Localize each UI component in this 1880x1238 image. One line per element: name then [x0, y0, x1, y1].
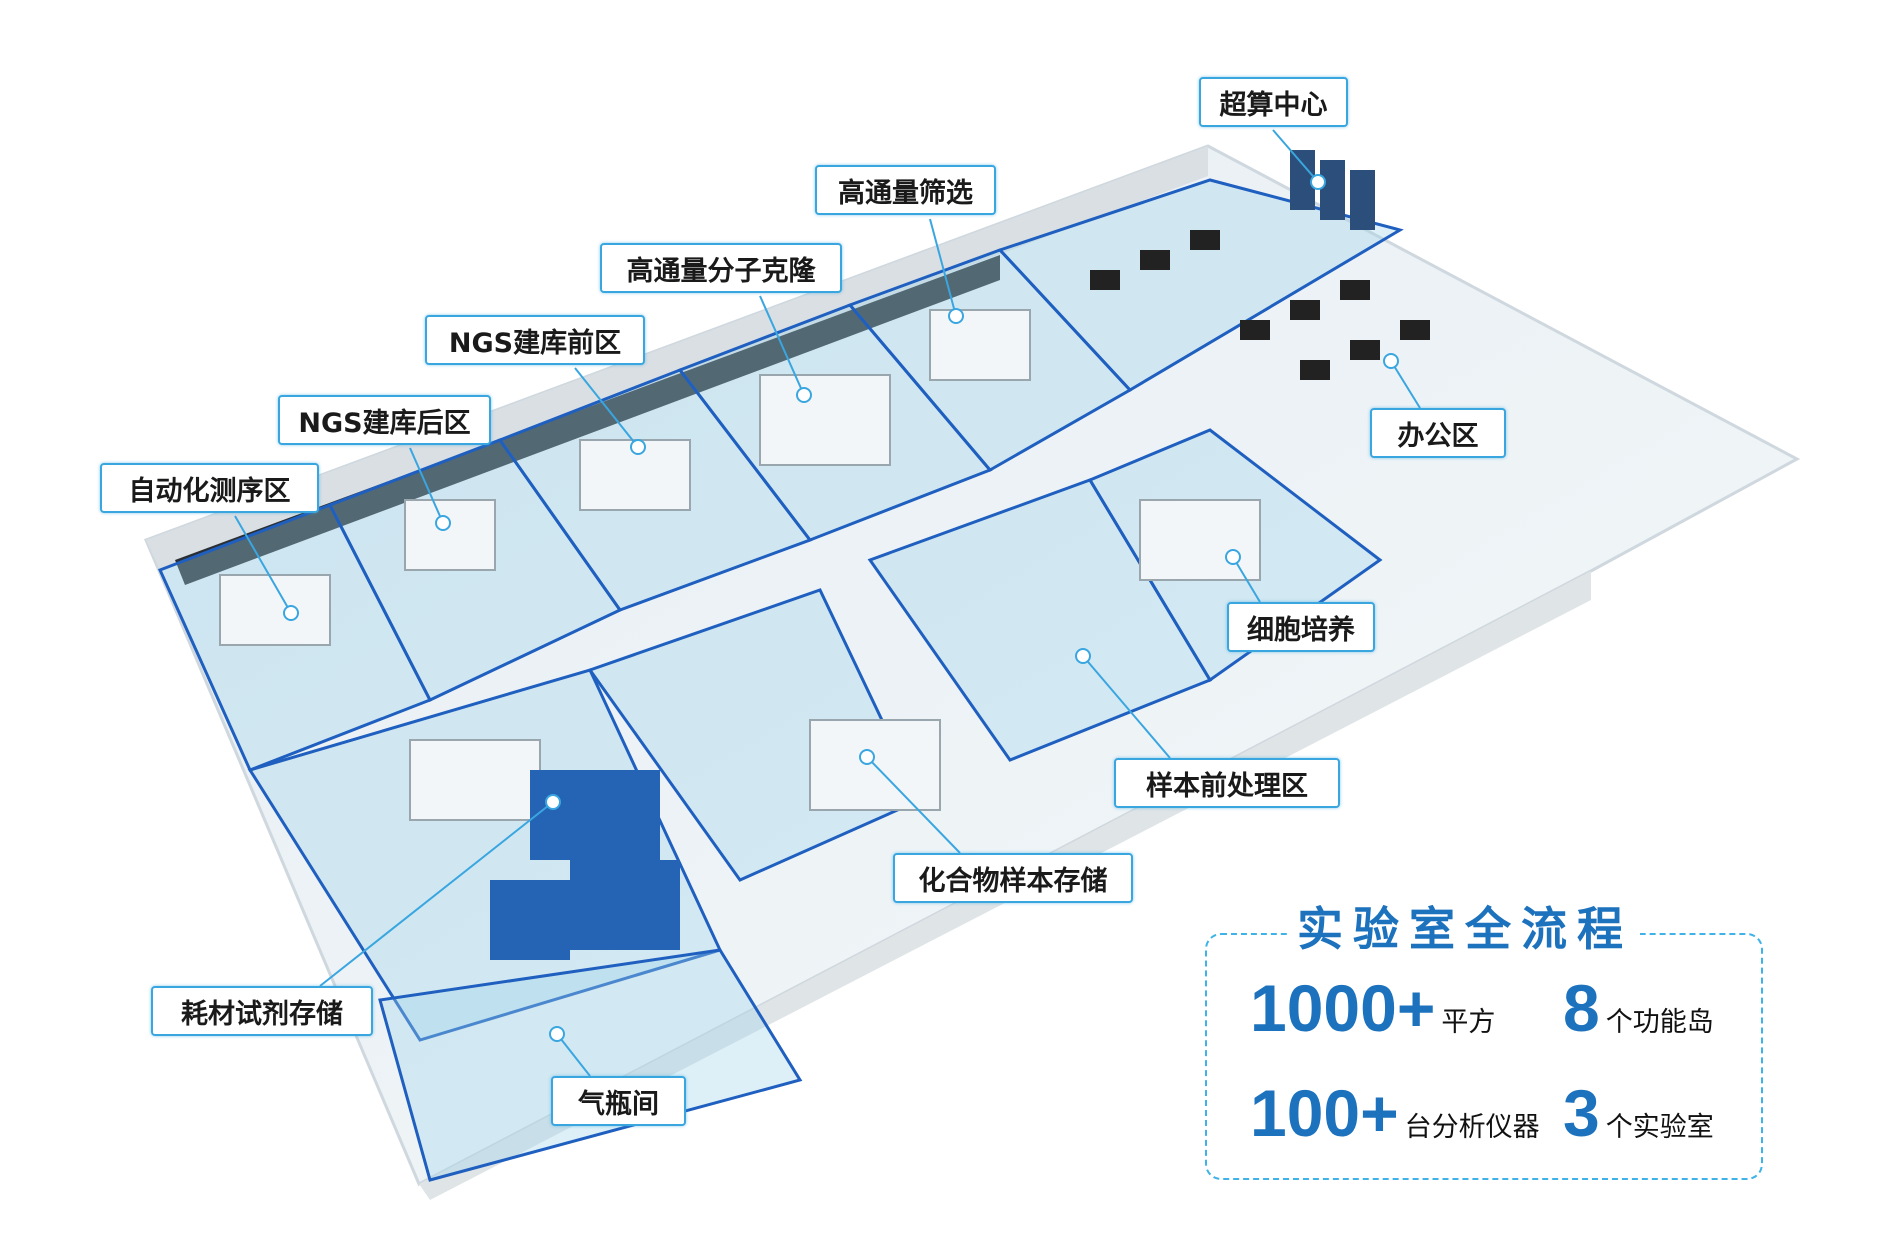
office-desks [1090, 230, 1430, 380]
zone-label-sequencing[interactable]: 自动化测序区 [100, 463, 319, 513]
zone-label-hts[interactable]: 高通量筛选 [815, 165, 996, 215]
zone-label-ngs-post[interactable]: NGS建库后区 [278, 395, 491, 445]
zone-label-gas-room[interactable]: 气瓶间 [551, 1076, 686, 1126]
equipment [219, 309, 1261, 821]
server-racks [1290, 150, 1375, 230]
stat-unit: 平方 [1441, 1007, 1496, 1038]
back-wall [146, 146, 1208, 570]
stat-instruments: 100+ 台分析仪器 [1250, 1075, 1540, 1151]
zone-label-sample-prep[interactable]: 样本前处理区 [1114, 758, 1340, 808]
stat-value: 3 [1563, 1076, 1600, 1150]
stat-unit: 台分析仪器 [1404, 1112, 1540, 1143]
stat-value: 100+ [1250, 1076, 1399, 1150]
zone-label-cell-culture[interactable]: 细胞培养 [1227, 602, 1375, 652]
stat-unit: 个功能岛 [1605, 1007, 1714, 1038]
stat-labs: 3 个实验室 [1563, 1075, 1714, 1151]
stats-title: 实验室全流程 [1290, 893, 1640, 959]
zone-label-ngs-pre[interactable]: NGS建库前区 [425, 315, 645, 365]
bench-strip [175, 255, 1000, 585]
zone-label-supercomputing[interactable]: 超算中心 [1199, 77, 1348, 127]
stat-unit: 个实验室 [1605, 1112, 1714, 1143]
leader-lines [234, 129, 1421, 1077]
stat-islands: 8 个功能岛 [1563, 970, 1714, 1046]
stat-value: 1000+ [1250, 971, 1436, 1045]
zone-label-office[interactable]: 办公区 [1370, 408, 1506, 458]
zone-label-compound-storage[interactable]: 化合物样本存储 [893, 853, 1133, 903]
storage-shelves [490, 770, 680, 960]
stat-area: 1000+ 平方 [1250, 970, 1495, 1046]
stat-value: 8 [1563, 971, 1600, 1045]
zone-label-consumables[interactable]: 耗材试剂存储 [151, 986, 373, 1036]
zone-label-cloning[interactable]: 高通量分子克隆 [600, 243, 842, 293]
